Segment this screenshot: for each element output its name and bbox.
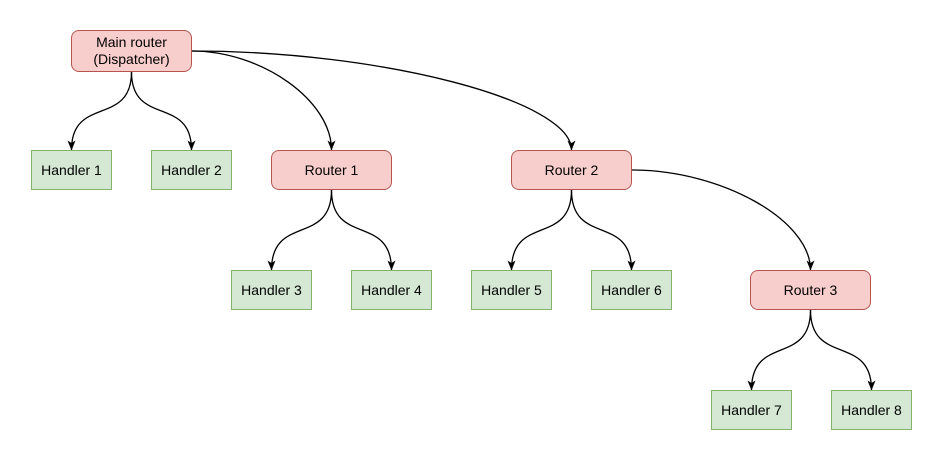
node-handler-1: Handler 1 xyxy=(31,150,112,190)
node-handler-6: Handler 6 xyxy=(591,270,672,310)
edge-router-3-to-handler-8 xyxy=(809,309,876,391)
edge-router-2-to-router-3 xyxy=(631,169,815,271)
edge-router-2-to-handler-5 xyxy=(507,189,573,271)
node-label: Handler 4 xyxy=(361,281,422,298)
node-label: Handler 2 xyxy=(161,161,222,178)
node-handler-7: Handler 7 xyxy=(711,390,792,430)
edge-main-router-to-router-2 xyxy=(191,50,576,151)
node-handler-5: Handler 5 xyxy=(471,270,552,310)
node-label: Router 3 xyxy=(783,281,838,298)
node-router-2: Router 2 xyxy=(511,150,632,190)
edge-main-router-to-handler-2 xyxy=(130,71,196,151)
node-label: Handler 1 xyxy=(41,161,102,178)
node-label: Router 2 xyxy=(544,161,599,178)
edge-main-router-to-router-1 xyxy=(191,50,336,151)
node-label: Handler 7 xyxy=(721,401,782,418)
edge-router-1-to-handler-3 xyxy=(267,189,333,271)
node-label: Handler 6 xyxy=(601,281,662,298)
node-handler-2: Handler 2 xyxy=(151,150,232,190)
node-router-1: Router 1 xyxy=(271,150,392,190)
node-router-3: Router 3 xyxy=(750,270,871,310)
node-label: Handler 3 xyxy=(241,281,302,298)
edge-router-2-to-handler-6 xyxy=(570,189,636,271)
node-handler-8: Handler 8 xyxy=(831,390,912,430)
node-handler-4: Handler 4 xyxy=(351,270,432,310)
node-label: Handler 8 xyxy=(841,401,902,418)
node-label: Main router (Dispatcher) xyxy=(93,34,170,67)
edge-main-router-to-handler-1 xyxy=(67,71,133,151)
edge-router-1-to-handler-4 xyxy=(330,189,396,271)
node-handler-3: Handler 3 xyxy=(231,270,312,310)
node-label: Router 1 xyxy=(304,161,359,178)
node-label: Handler 5 xyxy=(481,281,542,298)
node-main-router: Main router (Dispatcher) xyxy=(71,30,192,72)
edge-router-3-to-handler-7 xyxy=(747,309,812,391)
